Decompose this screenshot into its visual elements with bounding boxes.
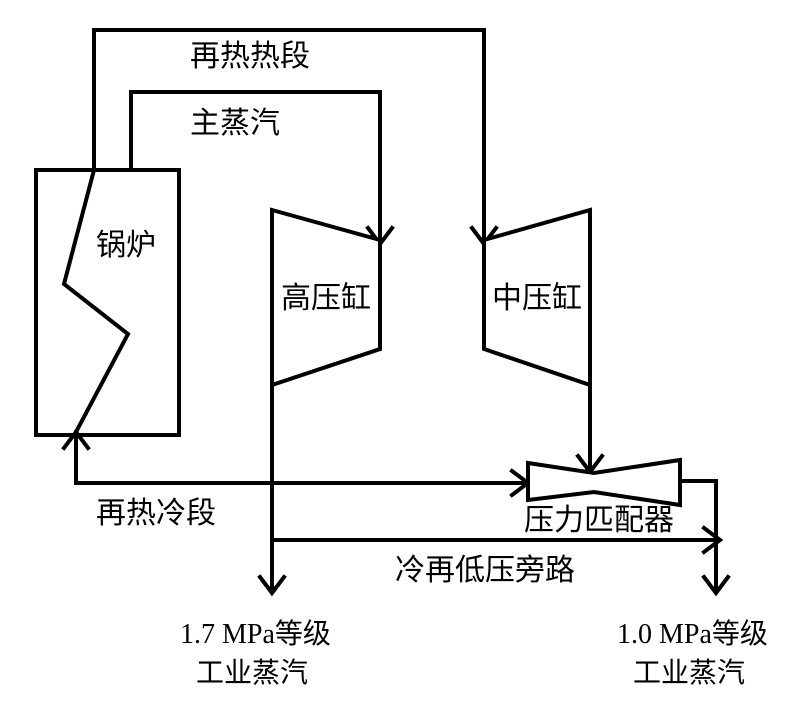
label-output-1-7-line2: 工业蒸汽 xyxy=(196,657,308,689)
label-main-steam: 主蒸汽 xyxy=(190,107,280,140)
bypass-arrowhead xyxy=(701,525,724,555)
label-hp-cylinder: 高压缸 xyxy=(281,282,371,315)
main-steam-line xyxy=(129,90,382,242)
label-output-1-0-line2: 工业蒸汽 xyxy=(633,657,745,689)
label-output-1-0-line1: 1.0 MPa等级 xyxy=(617,618,768,650)
label-reheat-hot: 再热热段 xyxy=(190,40,310,73)
reheat-hot-line xyxy=(92,28,486,242)
reheat-cold-line xyxy=(74,430,527,485)
lp-output-arrowhead xyxy=(701,574,731,597)
label-boiler: 锅炉 xyxy=(96,229,156,262)
hp-output-arrowhead xyxy=(257,574,287,597)
boiler-box xyxy=(34,168,181,437)
boiler-reheater-coil xyxy=(61,167,131,435)
hp-cylinder xyxy=(270,207,382,388)
label-reheat-cold: 再热冷段 xyxy=(96,497,216,530)
label-cold-reheat-bypass: 冷再低压旁路 xyxy=(395,554,575,587)
pressure-matcher xyxy=(526,457,682,508)
label-output-1-7-line1: 1.7 MPa等级 xyxy=(180,618,331,650)
label-pressure-matcher: 压力匹配器 xyxy=(524,504,674,537)
matcher-outlet-line xyxy=(678,479,718,592)
reheat-cold-arrowhead-up xyxy=(61,428,91,451)
label-ip-cylinder: 中压缸 xyxy=(492,282,582,315)
